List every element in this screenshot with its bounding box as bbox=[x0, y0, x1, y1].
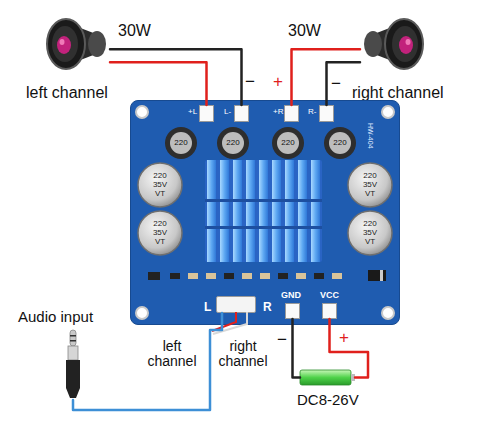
speaker-magnet bbox=[364, 31, 382, 57]
node-text: right channel bbox=[352, 84, 444, 102]
capacitor-rating: 35V bbox=[153, 181, 167, 190]
speaker-magnet bbox=[88, 31, 106, 57]
capacitor-rating: 220 bbox=[153, 220, 166, 229]
node-text: DC8-26V bbox=[297, 392, 359, 409]
speaker-symbol bbox=[40, 18, 110, 70]
node-text: +L bbox=[188, 108, 197, 117]
capacitor-rating: 220 bbox=[153, 172, 166, 181]
jack-tip bbox=[70, 330, 76, 346]
speaker-group bbox=[364, 19, 423, 69]
speaker-cone-inner bbox=[392, 26, 418, 62]
polarity-mark: + bbox=[273, 73, 283, 92]
speaker-highlight bbox=[406, 39, 411, 45]
battery-cap bbox=[351, 374, 355, 381]
wire bbox=[330, 319, 369, 378]
node-text: R bbox=[263, 301, 272, 314]
battery: DC8-26V bbox=[300, 370, 355, 385]
audio-jack: Audio input bbox=[62, 330, 84, 400]
speaker-terminal: +L bbox=[199, 105, 214, 122]
node-text: VCC bbox=[320, 291, 339, 301]
battery-symbol bbox=[300, 370, 355, 385]
amplifier-board: HW-404+LL-+RR-LRGNDVCC bbox=[130, 100, 400, 325]
capacitor-rating: 35V bbox=[153, 229, 167, 238]
speaker-highlight bbox=[60, 39, 65, 45]
polarity-mark: − bbox=[331, 75, 341, 94]
speaker-cone-inner bbox=[52, 26, 78, 62]
speaker-rim bbox=[47, 19, 85, 69]
capacitor-rating: VT bbox=[365, 190, 375, 199]
speaker-group bbox=[47, 19, 106, 69]
polarity-mark: − bbox=[277, 331, 287, 350]
inductor-value: 220 bbox=[226, 139, 239, 148]
speaker-dome bbox=[399, 36, 413, 54]
node-text: 30W bbox=[118, 22, 151, 40]
wire bbox=[110, 62, 207, 105]
wire bbox=[73, 313, 222, 410]
polarity-mark: + bbox=[339, 329, 349, 348]
speaker-dome bbox=[57, 36, 71, 54]
speaker-terminal: L- bbox=[234, 105, 249, 122]
capacitor-rating: VT bbox=[155, 238, 165, 247]
inductor-value: 220 bbox=[281, 139, 294, 148]
node-text: left channel bbox=[26, 84, 108, 102]
capacitor-rating: 220 bbox=[363, 220, 376, 229]
capacitor-rating: 220 bbox=[363, 172, 376, 181]
node-text: L bbox=[204, 301, 211, 314]
speaker: 30Wright channel bbox=[360, 18, 430, 70]
jack-symbol bbox=[62, 330, 84, 400]
capacitor-rating: 35V bbox=[363, 229, 377, 238]
jack-grip bbox=[66, 360, 80, 398]
inductor-value: 220 bbox=[333, 139, 346, 148]
capacitor-rating: VT bbox=[365, 238, 375, 247]
jack-sleeve bbox=[68, 346, 78, 360]
power-terminal: VCC bbox=[322, 303, 337, 319]
capacitor-rating: VT bbox=[155, 190, 165, 199]
node-text: R- bbox=[308, 108, 316, 117]
wire bbox=[293, 319, 301, 378]
speaker-terminal: +R bbox=[284, 105, 299, 122]
node-text: Audio input bbox=[18, 309, 93, 326]
speaker-rim bbox=[385, 19, 423, 69]
speaker-symbol bbox=[360, 18, 430, 70]
node-text: L- bbox=[224, 108, 231, 117]
polarity-mark: − bbox=[245, 73, 255, 92]
channel-label: left channel bbox=[145, 339, 199, 370]
speaker: 30Wleft channel bbox=[40, 18, 110, 70]
jack-ring bbox=[70, 340, 76, 342]
input-connector: LR bbox=[216, 296, 256, 313]
jack-ring bbox=[70, 335, 76, 337]
battery-body bbox=[300, 370, 351, 385]
node-text: +R bbox=[273, 108, 283, 117]
node-text: 30W bbox=[288, 22, 321, 40]
node-text: GND bbox=[281, 291, 301, 301]
wire bbox=[292, 49, 361, 105]
wire bbox=[110, 49, 242, 105]
capacitor-rating: 35V bbox=[363, 181, 377, 190]
speaker-terminal: R- bbox=[319, 105, 334, 122]
inductor-value: 220 bbox=[174, 139, 187, 148]
node-text: HW-404 bbox=[366, 123, 374, 149]
channel-label: right channel bbox=[214, 339, 272, 370]
power-terminal: GND bbox=[285, 303, 300, 319]
